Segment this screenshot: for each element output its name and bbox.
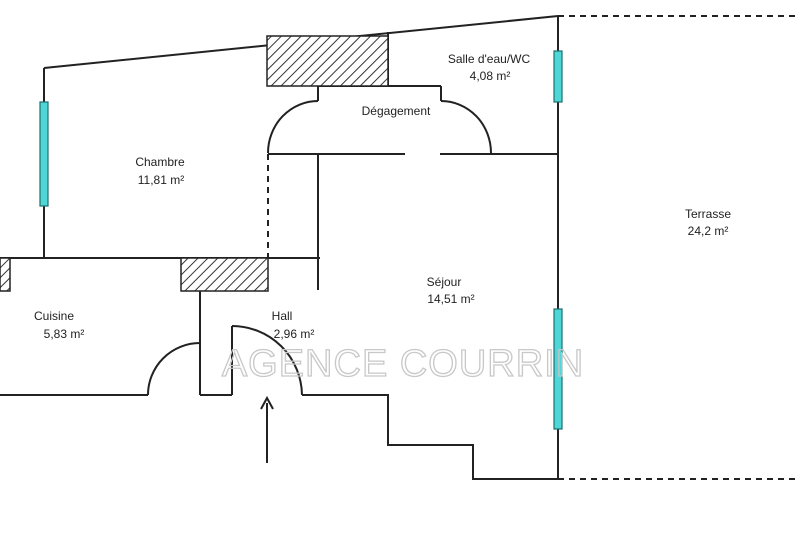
room-name-hall: Hall — [272, 309, 293, 323]
room-name-cuisine: Cuisine — [34, 309, 74, 323]
watermark: AGENCE COURRIN — [222, 343, 584, 385]
windows — [39, 50, 563, 430]
room-name-terrasse: Terrasse — [685, 207, 731, 221]
room-name-sejour: Séjour — [427, 275, 462, 289]
window-salle-deau — [553, 50, 563, 103]
hatched-partitions — [0, 35, 389, 292]
room-area-chambre: 11,81 m² — [138, 173, 184, 187]
terrace-outline — [558, 15, 800, 480]
door-swings — [147, 100, 492, 396]
window-sejour — [553, 308, 563, 430]
room-area-terrasse: 24,2 m² — [688, 224, 729, 238]
room-name-chambre: Chambre — [135, 155, 185, 169]
room-area-hall: 2,96 m² — [274, 327, 315, 341]
room-area-salle-deau: 4,08 m² — [470, 69, 511, 83]
room-name-degagement: Dégagement — [362, 104, 431, 118]
room-area-sejour: 14,51 m² — [427, 292, 474, 306]
entrance-arrow — [260, 395, 274, 463]
room-name-salle-deau: Salle d'eau/WC — [448, 52, 531, 66]
window-chambre — [39, 101, 49, 207]
room-area-cuisine: 5,83 m² — [44, 327, 85, 341]
